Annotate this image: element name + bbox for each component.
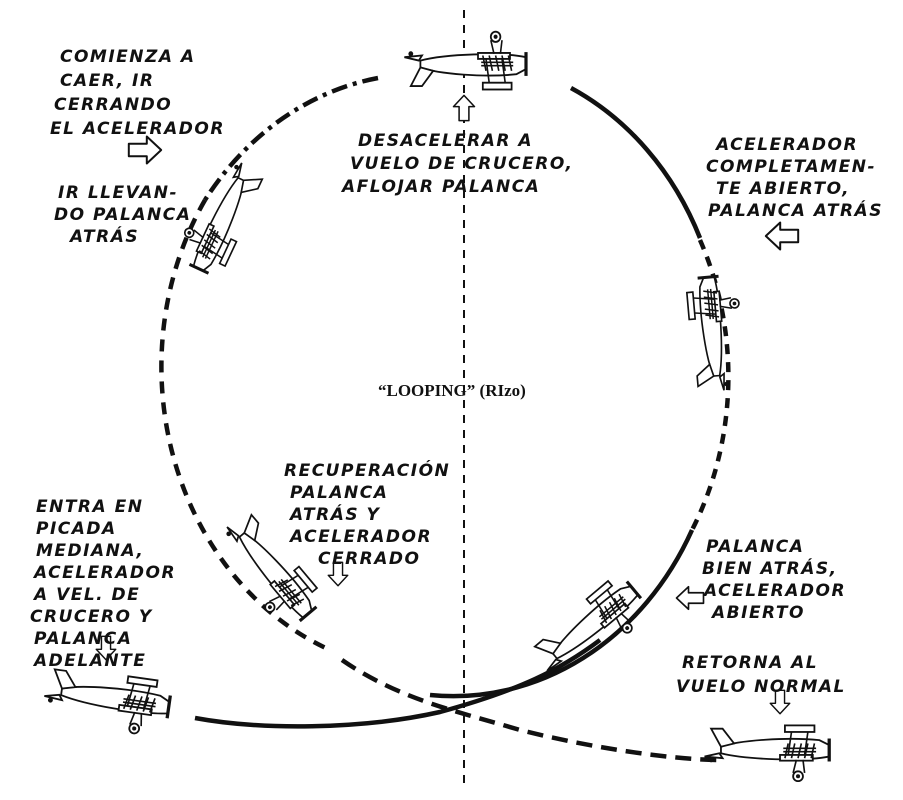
label-top-left-a: COMIENZA A CAER, IR CERRANDO EL ACELERAD…	[50, 47, 225, 139]
plane-bottom-right-normal	[703, 724, 832, 783]
label-recovery: RECUPERACIÓN PALANCA ATRÁS Y ACELERADOR …	[284, 459, 458, 569]
label-bottom-right-b: RETORNA AL VUELO NORMAL	[676, 653, 846, 697]
plane-top-inverted	[403, 30, 529, 91]
label-bottom-right-a: PALANCA BIEN ATRÁS, ACELERADOR ABIERTO	[702, 537, 854, 623]
arrow-left-top-right	[764, 221, 800, 251]
label-top-center: DESACELERAR A VUELO DE CRUCERO, AFLOJAR …	[340, 131, 581, 197]
label-top-left-b: IR LLEVAN- DO PALANCA ATRÁS	[54, 183, 199, 247]
label-bottom-left: ENTRA EN PICADA MEDIANA, ACELERADOR A VE…	[30, 497, 184, 671]
diagram-title: “LOOPING” (RIzo)	[378, 381, 526, 400]
plane-right-climbing	[684, 272, 748, 394]
arrow-up-top	[452, 94, 476, 122]
arrow-left-bottom-right	[675, 585, 705, 611]
arrow-right-top-left	[127, 135, 163, 165]
plane-bottom-left-entry	[40, 664, 175, 739]
label-top-right: ACELERADOR COMPLETAMEN- TE ABIERTO, PALA…	[706, 135, 883, 221]
